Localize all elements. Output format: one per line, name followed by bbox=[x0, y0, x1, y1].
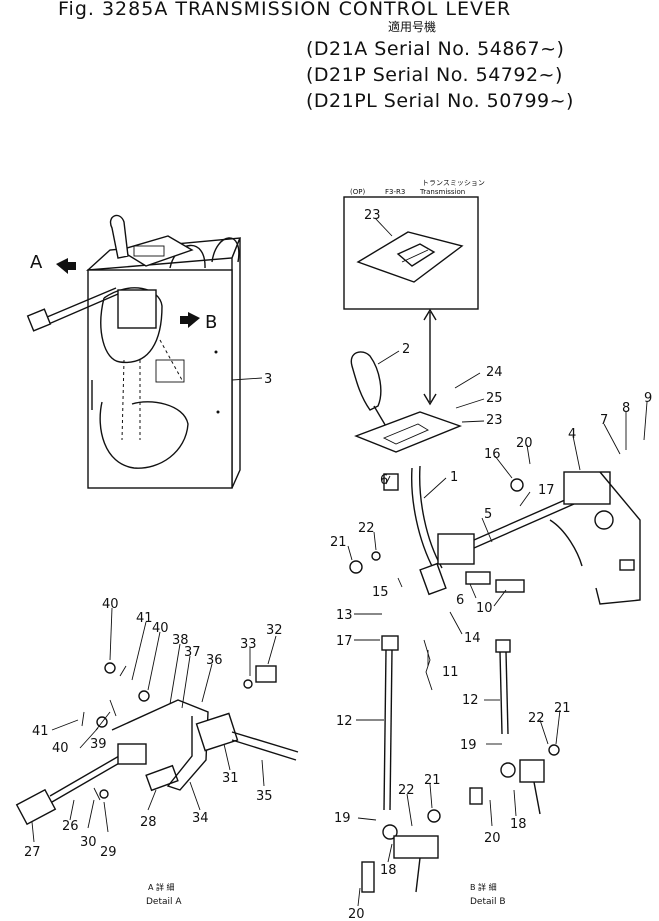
callout-31: 31 bbox=[222, 771, 239, 786]
callout-40-top: 40 bbox=[102, 597, 119, 612]
callout-41-top: 41 bbox=[136, 611, 153, 626]
figure-title: Fig. 3285A TRANSMISSION CONTROL LEVER bbox=[58, 0, 512, 20]
callout-40-left: 40 bbox=[52, 741, 69, 756]
detail-b-caption: Detail B bbox=[470, 897, 506, 907]
callout-12-right: 12 bbox=[462, 693, 479, 708]
lever-assembly bbox=[349, 351, 641, 893]
callout-6-lower: 6 bbox=[456, 593, 464, 608]
callout-6-upper: 6 bbox=[380, 473, 388, 488]
option-model-label: F3-R3 bbox=[385, 188, 405, 196]
callout-14: 14 bbox=[464, 631, 481, 646]
callout-20-top: 20 bbox=[516, 436, 533, 451]
callout-21-bottom: 21 bbox=[424, 773, 441, 788]
callout-19-right: 19 bbox=[460, 738, 477, 753]
callout-18-left: 18 bbox=[380, 863, 397, 878]
callout-37: 37 bbox=[184, 645, 201, 660]
callout-13: 13 bbox=[336, 608, 353, 623]
callout-23-box: 23 bbox=[364, 208, 381, 223]
view-arrow-a-label: A bbox=[30, 252, 43, 273]
callout-32: 32 bbox=[266, 623, 283, 638]
option-en-label: Transmission bbox=[419, 188, 465, 196]
callout-2: 2 bbox=[402, 342, 410, 357]
callout-11: 11 bbox=[442, 665, 459, 680]
callout-40-mid: 40 bbox=[152, 621, 169, 636]
serial-line-d21p: (D21P Serial No. 54792~) bbox=[306, 64, 563, 86]
serial-line-d21pl: (D21PL Serial No. 50799~) bbox=[306, 90, 574, 112]
callout-1: 1 bbox=[450, 470, 458, 485]
callout-29: 29 bbox=[100, 845, 117, 860]
callout-17-lower: 17 bbox=[336, 634, 353, 649]
callout-26: 26 bbox=[62, 819, 79, 834]
detail-a-caption: Detail A bbox=[146, 897, 182, 907]
callout-22-bottom: 22 bbox=[398, 783, 415, 798]
callout-8: 8 bbox=[622, 401, 630, 416]
option-plate-box bbox=[343, 196, 479, 406]
callout-17-upper: 17 bbox=[538, 483, 555, 498]
callout-18-right: 18 bbox=[510, 817, 527, 832]
detail-a-assembly bbox=[15, 662, 299, 826]
callout-24: 24 bbox=[486, 365, 503, 380]
callout-19-left: 19 bbox=[334, 811, 351, 826]
detail-b-jp-caption: B 詳 細 bbox=[470, 882, 497, 892]
callout-leader-lines bbox=[31, 217, 648, 907]
callout-27: 27 bbox=[24, 845, 41, 860]
callout-30: 30 bbox=[80, 835, 97, 850]
callout-21-upper: 21 bbox=[330, 535, 347, 550]
callout-25: 25 bbox=[486, 391, 503, 406]
callout-34: 34 bbox=[192, 811, 209, 826]
callout-20-left: 20 bbox=[348, 907, 365, 921]
callout-22-right: 22 bbox=[528, 711, 545, 726]
callout-10: 10 bbox=[476, 601, 493, 616]
callout-41-left: 41 bbox=[32, 724, 49, 739]
applicable-serials-heading: 適用号機 bbox=[388, 20, 437, 34]
callout-36: 36 bbox=[206, 653, 223, 668]
callout-15: 15 bbox=[372, 585, 389, 600]
serial-line-d21a: (D21A Serial No. 54867~) bbox=[306, 38, 565, 60]
callout-7: 7 bbox=[600, 413, 608, 428]
callout-numbers: 3 23 2 24 25 23 9 8 7 4 20 16 1 6 17 5 2… bbox=[24, 208, 652, 921]
callout-38: 38 bbox=[172, 633, 189, 648]
callout-20-right: 20 bbox=[484, 831, 501, 846]
callout-21-right: 21 bbox=[554, 701, 571, 716]
callout-4: 4 bbox=[568, 427, 576, 442]
view-arrow-b-label: B bbox=[205, 312, 217, 333]
callout-35: 35 bbox=[256, 789, 273, 804]
console-overview bbox=[26, 214, 263, 489]
callout-3: 3 bbox=[264, 372, 272, 387]
callout-33: 33 bbox=[240, 637, 257, 652]
callout-16: 16 bbox=[484, 447, 501, 462]
callout-39: 39 bbox=[90, 737, 107, 752]
callout-28: 28 bbox=[140, 815, 157, 830]
option-jp-label: トランスミッション bbox=[422, 179, 485, 187]
detail-a-jp-caption: A 詳 細 bbox=[148, 882, 175, 892]
callout-23: 23 bbox=[486, 413, 503, 428]
callout-22-upper: 22 bbox=[358, 521, 375, 536]
callout-5: 5 bbox=[484, 507, 492, 522]
option-op-label: (OP) bbox=[350, 188, 365, 196]
callout-12-left: 12 bbox=[336, 714, 353, 729]
callout-9: 9 bbox=[644, 391, 652, 406]
